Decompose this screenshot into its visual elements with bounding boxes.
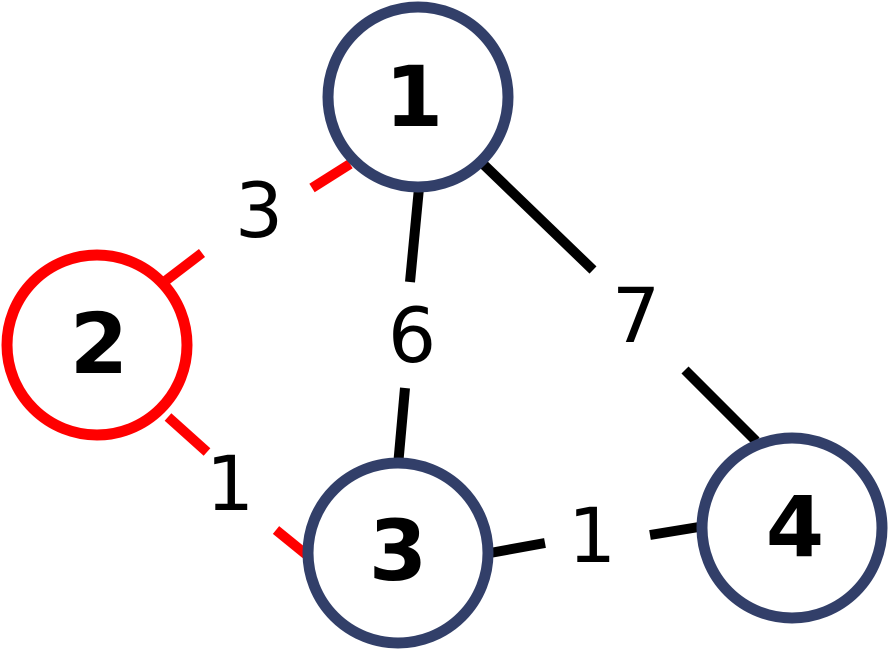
node-3: 3	[302, 457, 494, 649]
edge-1-2: 3	[160, 159, 353, 286]
edge-1-3: 6	[388, 187, 436, 467]
edge-1-3-weight: 6	[388, 291, 436, 380]
edge-1-4-segment-b	[681, 366, 760, 445]
node-2-label: 2	[70, 295, 128, 393]
node-4-label: 4	[766, 478, 824, 576]
edge-1-4-segment-a	[477, 158, 597, 274]
edge-3-4-segment-a	[489, 538, 546, 558]
node-4-circle	[696, 432, 888, 624]
edge-2-3-weight: 1	[206, 439, 254, 528]
edge-2-3: 1	[164, 413, 312, 560]
edge-2-3-segment-a	[164, 413, 211, 456]
node-2-circle	[1, 249, 193, 441]
edge-1-4-weight: 7	[612, 271, 660, 360]
node-3-label: 3	[369, 502, 427, 600]
edge-1-2-segment-a	[309, 159, 353, 193]
node-4: 4	[696, 432, 888, 624]
node-1: 1	[322, 1, 514, 193]
node-3-circle	[302, 457, 494, 649]
edge-3-4: 1	[489, 491, 706, 580]
edges: 3 6 7 1 1	[160, 158, 760, 580]
edge-1-3-segment-a	[405, 187, 424, 283]
node-2: 2	[1, 249, 193, 441]
edge-3-4-segment-b	[649, 521, 706, 540]
node-1-circle	[322, 1, 514, 193]
edge-3-4-weight: 1	[568, 491, 616, 580]
edge-1-4: 7	[477, 158, 760, 445]
edge-1-2-weight: 3	[235, 166, 283, 255]
node-1-label: 1	[385, 48, 443, 146]
edge-1-2-segment-b	[160, 249, 206, 286]
edge-1-3-segment-b	[393, 387, 410, 467]
